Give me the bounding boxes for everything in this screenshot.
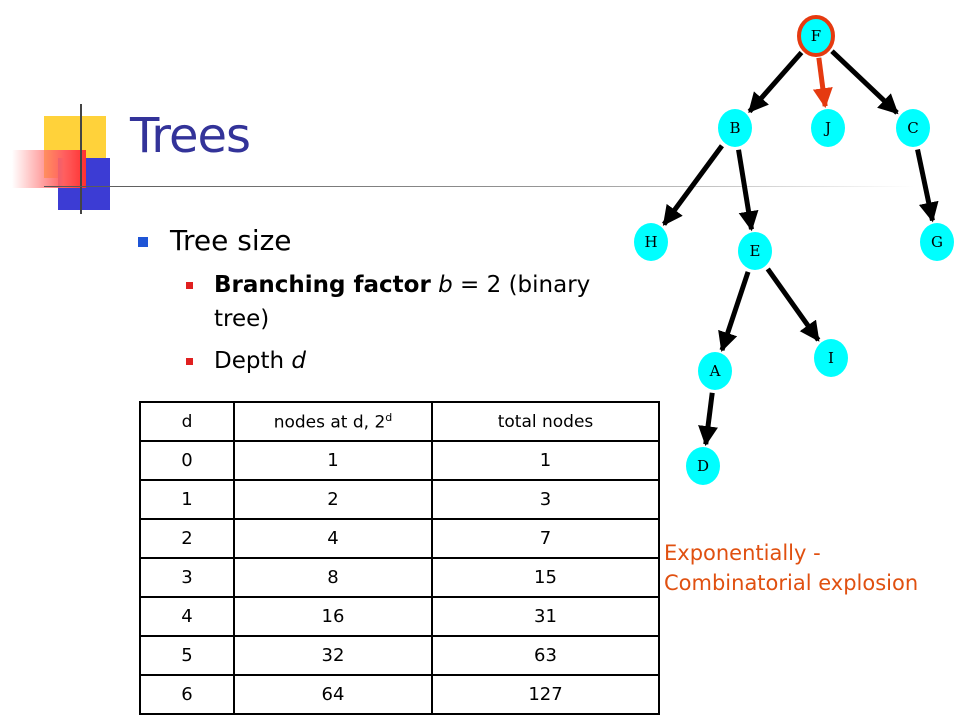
title-underline [44, 186, 914, 187]
tree-edge-b-e [736, 149, 759, 232]
explosion-note-line-1: Exponentially - [664, 541, 821, 565]
cell-total: 1 [431, 440, 660, 481]
title-decoration-red [12, 150, 86, 188]
tree-node-circle [920, 223, 954, 261]
tree-node-label: F [811, 27, 821, 45]
explosion-note: Exponentially - Combinatorial explosion [664, 538, 954, 598]
cell-total: 31 [431, 596, 660, 637]
tree-edge-b-h [662, 144, 724, 226]
tree-edge-e-a [718, 271, 751, 353]
tree-node-h: H [634, 223, 668, 261]
tree-node-label: G [931, 233, 943, 251]
cell-d: 5 [139, 635, 235, 676]
tree-node-label: B [729, 119, 740, 137]
slide-title: Trees [130, 108, 251, 164]
title-decoration-vertical-line [80, 104, 82, 214]
cell-nodes: 2 [233, 479, 433, 520]
tree-node-label: J [823, 119, 831, 137]
header-d: d [139, 401, 235, 442]
tree-node-a: A [698, 352, 732, 390]
cell-total: 15 [431, 557, 660, 598]
tree-node-d: D [686, 447, 720, 485]
tree-node-label: E [750, 242, 761, 260]
sub-bullet-branching: Branching factor b = 2 (binary tree) [130, 268, 600, 336]
tree-edge-f-c [830, 49, 899, 115]
tree-node-label: H [644, 233, 657, 251]
tree-node-circle [686, 447, 720, 485]
depth-variable: d [291, 348, 306, 374]
tree-node-label: I [828, 349, 834, 367]
tree-edge-f-b [747, 50, 804, 114]
tree-edge-c-g [915, 149, 939, 223]
tree-node-j: J [811, 109, 845, 147]
bullet-tree-size-text: Tree size [170, 224, 292, 257]
bullet-tree-size: Tree size [130, 222, 600, 260]
tree-node-circle [718, 109, 752, 147]
explosion-note-line-2: Combinatorial explosion [664, 571, 919, 595]
header-nodes-text: nodes at d, 2 [273, 412, 386, 433]
branching-rest-text: = 2 (binary tree) [214, 272, 591, 332]
tree-node-b: B [718, 109, 752, 147]
tree-node-circle [896, 109, 930, 147]
cell-total: 63 [431, 635, 660, 676]
header-total: total nodes [431, 401, 660, 442]
tree-node-circle [811, 109, 845, 147]
cell-d: 6 [139, 674, 235, 715]
tree-edge-a-d [698, 392, 718, 447]
tree-node-f: F [797, 15, 835, 57]
sub-bullet-depth: Depth d [130, 344, 600, 378]
cell-d: 0 [139, 440, 235, 481]
header-nodes: nodes at d, 2d [233, 401, 433, 442]
cell-total: 7 [431, 518, 660, 559]
table-header-row: d nodes at d, 2d total nodes [139, 401, 660, 442]
cell-d: 1 [139, 479, 235, 520]
tree-edge-e-i [765, 267, 821, 342]
tree-node-g: G [920, 223, 954, 261]
cell-d: 2 [139, 518, 235, 559]
cell-nodes: 8 [233, 557, 433, 598]
cell-nodes: 32 [233, 635, 433, 676]
tree-node-circle [698, 352, 732, 390]
tree-node-i: I [814, 339, 848, 377]
depth-text: Depth [214, 348, 292, 374]
tree-node-circle [738, 232, 772, 270]
tree-edge-f-j [812, 57, 833, 109]
branching-bold-text: Branching factor [214, 272, 431, 298]
tree-node-label: A [709, 362, 721, 380]
tree-node-c: C [896, 109, 930, 147]
cell-nodes: 64 [233, 674, 433, 715]
cell-nodes: 4 [233, 518, 433, 559]
cell-nodes: 16 [233, 596, 433, 637]
cell-total: 3 [431, 479, 660, 520]
cell-d: 4 [139, 596, 235, 637]
cell-total: 127 [431, 674, 660, 715]
branching-variable: b [438, 272, 453, 298]
cell-d: 3 [139, 557, 235, 598]
tree-node-circle [634, 223, 668, 261]
tree-node-label: D [697, 457, 709, 475]
tree-node-circle [797, 15, 835, 57]
tree-node-label: C [907, 119, 918, 137]
bullet-list: Tree size Branching factor b = 2 (binary… [130, 222, 600, 378]
tree-node-circle [814, 339, 848, 377]
cell-nodes: 1 [233, 440, 433, 481]
header-nodes-sup: d [385, 410, 393, 424]
tree-node-e: E [738, 232, 772, 270]
